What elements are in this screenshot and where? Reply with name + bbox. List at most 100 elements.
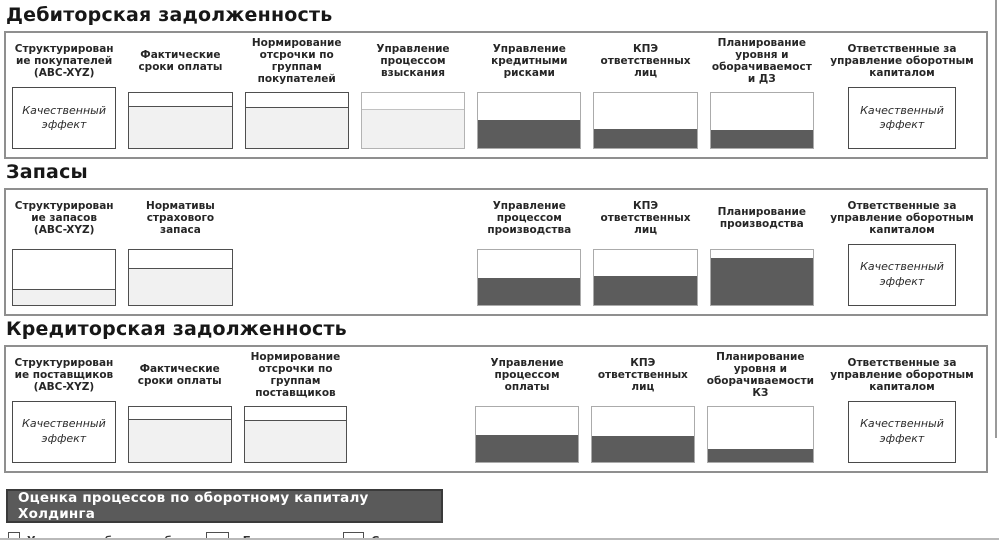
column-header-line: КПЭ bbox=[633, 42, 659, 55]
column-header-line: процессом bbox=[496, 211, 562, 224]
qualitative-effect-label: Качественный эффект bbox=[860, 260, 944, 288]
assessment-bar bbox=[12, 248, 117, 306]
bar-fill-segment bbox=[361, 109, 465, 148]
bar-white-segment bbox=[591, 406, 694, 436]
bar-zone bbox=[593, 244, 698, 306]
bar-zone: Качественный эффект bbox=[826, 243, 978, 306]
legend-swatch-top-band bbox=[344, 532, 364, 538]
column-header-line: ответственных bbox=[597, 368, 688, 381]
column-header-line: ие поставщиков bbox=[14, 368, 114, 381]
bar-zone bbox=[127, 401, 232, 463]
column-header-line: сроки оплаты bbox=[137, 374, 222, 387]
section-title: Запасы bbox=[6, 160, 88, 183]
bar-white-segment bbox=[594, 92, 697, 130]
column-header-line: (ABC-XYZ) bbox=[33, 380, 95, 393]
column-header-line: рисками bbox=[503, 66, 555, 79]
column-header-line: Структурирован bbox=[14, 199, 114, 212]
bar-fill-segment bbox=[129, 269, 232, 305]
column-header-line: Управление bbox=[492, 42, 566, 55]
column-header-line: оплаты bbox=[504, 380, 550, 393]
qualitative-effect-label: Качественный эффект bbox=[860, 103, 944, 131]
bar-zone bbox=[128, 87, 233, 149]
section-title: Кредиторская задолженность bbox=[6, 317, 347, 340]
column-header-line: группам bbox=[271, 60, 322, 73]
legend-swatch-dark bbox=[343, 531, 365, 538]
assessment-banner-label: Оценка процессов по оборотному капиталу … bbox=[18, 489, 369, 522]
legend-label: «Быстрые улучшения» bbox=[236, 534, 343, 538]
assessment-bar bbox=[243, 405, 348, 463]
assessment-bar bbox=[360, 91, 466, 149]
assessment-bar bbox=[128, 248, 233, 306]
column-header-line: производства bbox=[719, 217, 804, 230]
column-header-line: Фактические bbox=[140, 48, 221, 61]
legend-swatch-top-band bbox=[9, 532, 20, 538]
column-header-line: КПЭ bbox=[633, 199, 659, 212]
assessment-bar bbox=[477, 91, 582, 149]
column-header-line: уровня и bbox=[733, 362, 787, 375]
column-header-line: сроки оплаты bbox=[138, 60, 223, 73]
column-header-line: взыскания bbox=[380, 66, 445, 79]
column-header-line: лиц bbox=[634, 66, 657, 79]
bar-white-segment bbox=[245, 92, 348, 109]
legend-label: Уровень глубины проблем в процессах по у… bbox=[27, 534, 206, 538]
column-header-line: Ответственные за bbox=[847, 199, 957, 212]
column-header-line: ответственных bbox=[600, 54, 691, 67]
assessment-bar bbox=[706, 405, 814, 463]
column-header-line: запаса bbox=[160, 223, 201, 236]
legend: Уровень глубины проблем в процессах по у… bbox=[8, 531, 989, 538]
legend-item: «Быстрые улучшения» bbox=[206, 531, 343, 538]
column-header-line: Нормативы bbox=[146, 199, 215, 212]
column-header-line: управление оборотным bbox=[830, 211, 974, 224]
column-header-line: оборачиваемост bbox=[711, 60, 812, 73]
bar-fill-segment bbox=[594, 276, 697, 305]
bar-zone: Качественный эффект bbox=[12, 400, 116, 463]
bar-zone bbox=[590, 401, 695, 463]
bar-zone bbox=[477, 87, 582, 149]
column-header-line: (ABC-XYZ) bbox=[33, 66, 95, 79]
assessment-bar bbox=[475, 405, 579, 463]
bar-fill-segment bbox=[707, 448, 813, 462]
assessment-bar bbox=[128, 91, 233, 149]
qualitative-effect-box: Качественный эффект bbox=[847, 243, 956, 306]
column-header-line: лиц bbox=[631, 380, 655, 393]
assessment-bar bbox=[127, 405, 232, 463]
legend-swatch-light bbox=[206, 531, 229, 538]
bar-zone: Качественный эффект bbox=[826, 400, 978, 463]
bar-fill-segment bbox=[129, 107, 232, 148]
bar-white-segment bbox=[13, 249, 116, 290]
column-header-line: производства bbox=[487, 223, 572, 236]
bar-white-segment bbox=[710, 249, 813, 259]
column-header-line: ие запасов bbox=[31, 211, 98, 224]
column-header-line: Планирование bbox=[717, 205, 807, 218]
bar-fill-segment bbox=[478, 278, 581, 305]
column-header-line: процессом bbox=[494, 368, 560, 381]
bar-fill-segment bbox=[476, 435, 578, 462]
bar-fill-segment bbox=[128, 420, 231, 462]
column-header-line: Планирование bbox=[717, 36, 807, 49]
legend-item: Уровень глубины проблем в процессах по у… bbox=[8, 531, 206, 538]
column-header-line: Управление bbox=[376, 42, 450, 55]
